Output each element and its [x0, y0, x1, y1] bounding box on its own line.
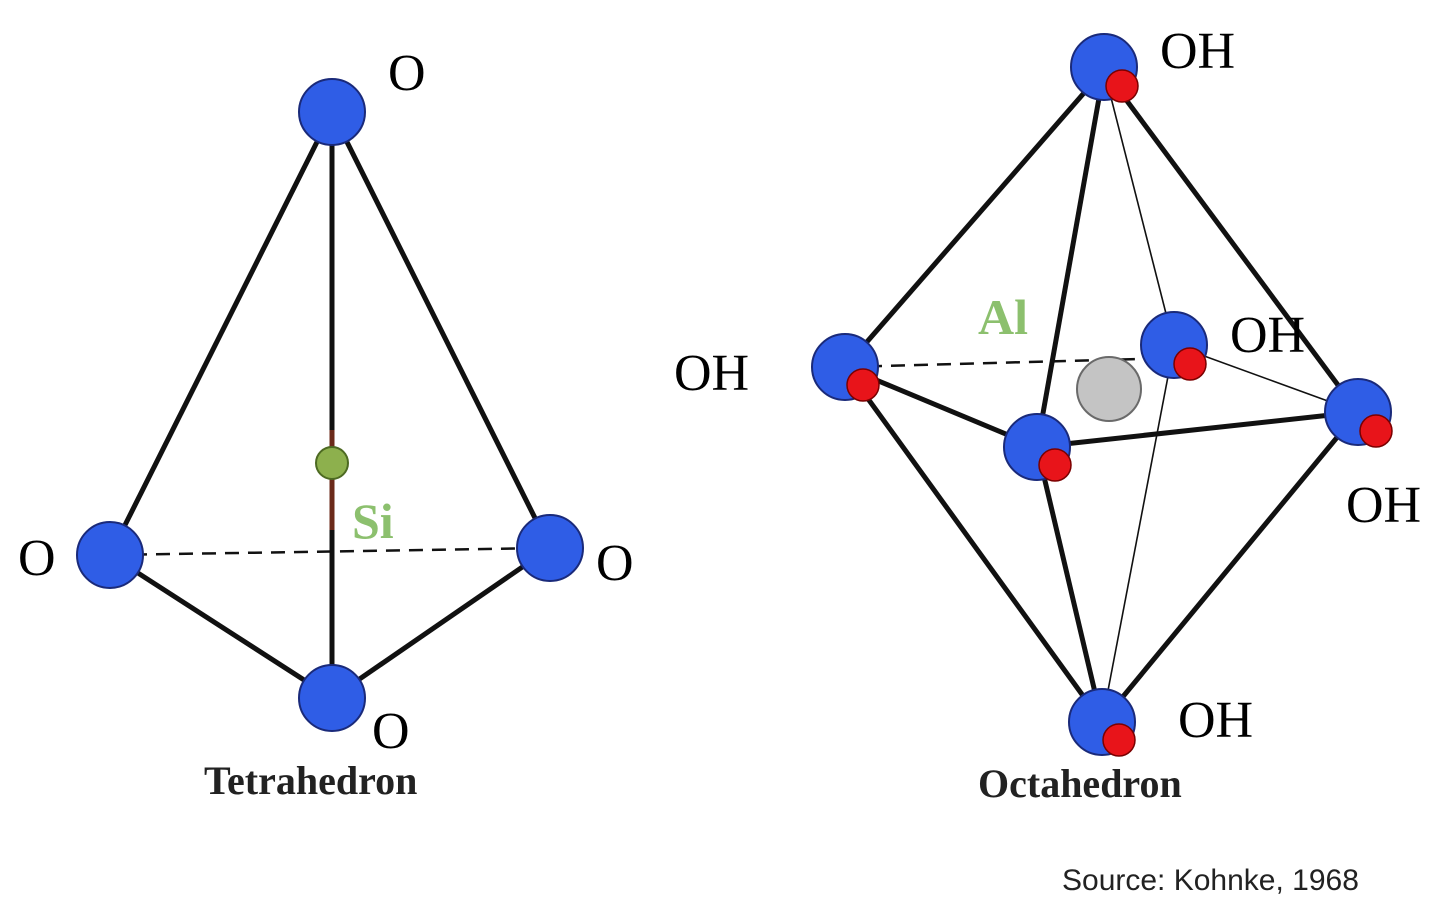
oxygen-label: O [18, 530, 56, 587]
octa-edge [1034, 446, 1105, 723]
oxygen-atom [76, 521, 144, 589]
hydroxyl-group [1070, 33, 1139, 103]
tetra-edge [330, 545, 552, 701]
hydroxyl-label: OH [1230, 307, 1305, 364]
hydroxyl-label: OH [674, 345, 749, 402]
hydroxyl-group [811, 333, 880, 402]
hydroxyl-label: OH [1160, 23, 1235, 80]
hydrogen-atom [1102, 723, 1136, 757]
tetrahedron-title: Tetrahedron [204, 758, 417, 803]
oxygen-atom [298, 78, 366, 146]
oxygen-atom [516, 514, 584, 582]
hydrogen-atom [1038, 448, 1072, 482]
oxygen-label: O [596, 535, 634, 592]
hydroxyl-label: OH [1178, 692, 1253, 749]
octa-edge [1034, 69, 1107, 448]
hydrogen-atom [1359, 414, 1393, 448]
octa-edge [1101, 68, 1361, 414]
source-caption: Source: Kohnke, 1968 [1062, 864, 1359, 897]
oxygen-label: O [372, 703, 410, 760]
octa-edge [843, 68, 1106, 369]
tetra-edge [108, 552, 334, 701]
hydroxyl-group [1068, 688, 1136, 757]
octa-edge [1036, 409, 1359, 450]
octa-back-edge [1101, 344, 1175, 723]
hydroxyl-group [1324, 378, 1393, 448]
octa-edge [842, 365, 1105, 724]
octa-edge [1100, 410, 1360, 724]
aluminum-label: Al [978, 289, 1028, 345]
tetrahedron: O O O O Si Tetrahedron [18, 45, 634, 803]
hydrogen-atom [1105, 69, 1139, 103]
hydroxyl-group [1140, 311, 1208, 381]
hydrogen-atom [1173, 347, 1207, 381]
octahedron: OH OH OH OH OH Al Octahedron [674, 23, 1421, 806]
aluminum-atom [1076, 356, 1142, 422]
hydrogen-atom [846, 368, 880, 402]
octahedron-title: Octahedron [978, 761, 1182, 806]
oxygen-atom [298, 664, 366, 732]
hydroxyl-group [1003, 413, 1072, 482]
octa-back-edge [1103, 69, 1175, 346]
hydroxyl-label: OH [1346, 477, 1421, 534]
oxygen-label: O [388, 45, 426, 102]
octa-hidden-edge [844, 356, 1175, 369]
tetra-hidden-edge [109, 546, 551, 557]
tetra-edge [107, 110, 335, 557]
tetra-edge [329, 110, 553, 550]
silicon-label: Si [352, 493, 394, 549]
silicon-atom [315, 446, 349, 480]
